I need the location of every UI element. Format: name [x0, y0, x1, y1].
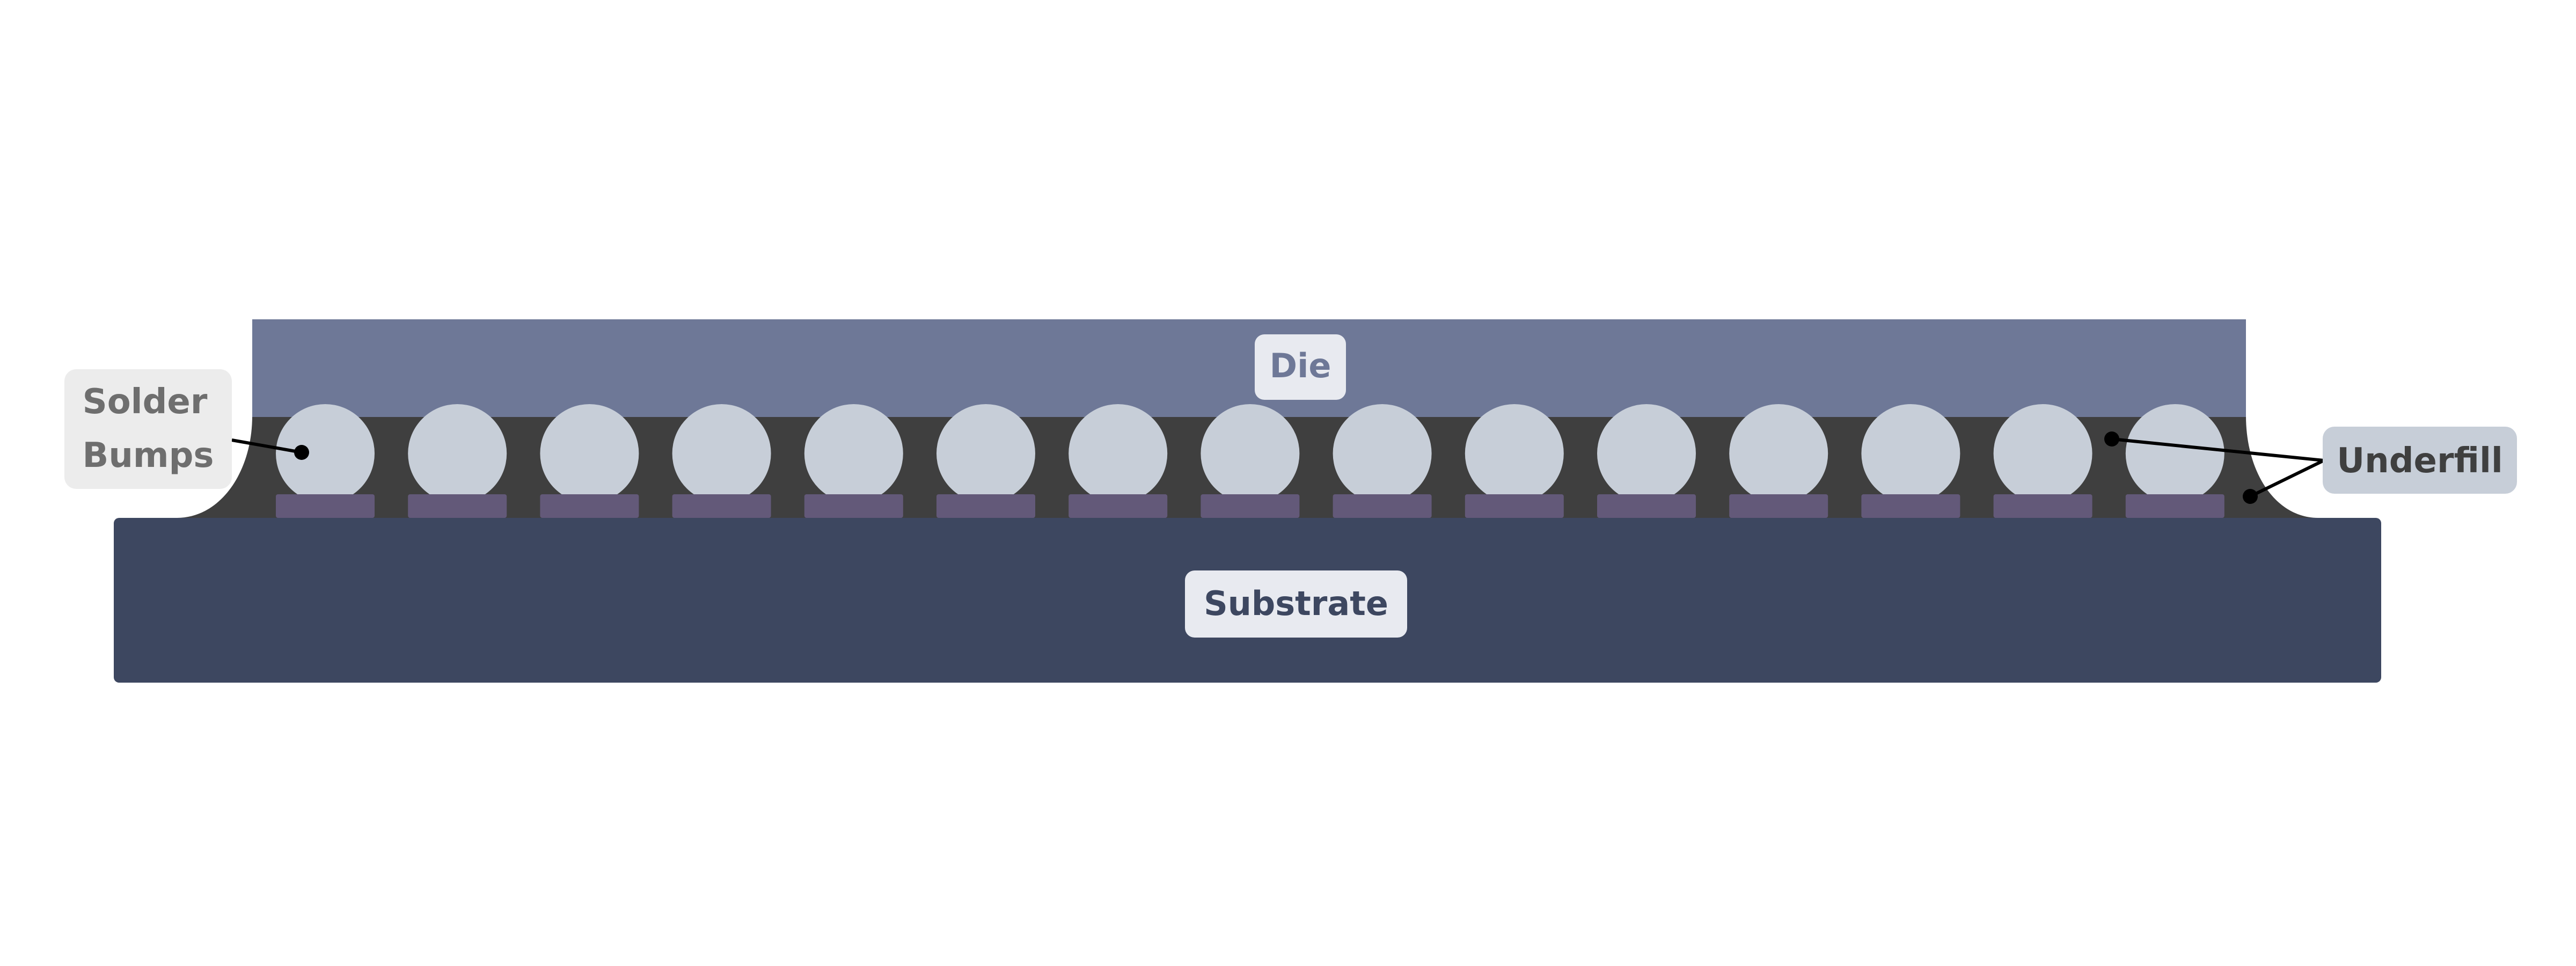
solder-bump — [408, 404, 507, 503]
solder-bump — [276, 404, 375, 503]
solder-bump — [1861, 404, 1960, 503]
substrate-pad — [804, 494, 903, 518]
substrate-pad — [1861, 494, 1960, 518]
substrate-pad — [408, 494, 507, 518]
substrate-pad — [672, 494, 771, 518]
solder-bump — [1993, 404, 2092, 503]
solder-bumps-label-line1: Solder — [83, 382, 208, 422]
solder-bump — [1201, 404, 1300, 503]
die — [252, 319, 2246, 417]
die-label-box — [1255, 334, 1346, 400]
solder-bump — [1597, 404, 1696, 503]
underfill-label: Underfill — [2104, 427, 2517, 504]
substrate-label-text: Substrate — [1204, 584, 1388, 623]
solder-bump — [540, 404, 639, 503]
substrate-pad — [1201, 494, 1300, 518]
substrate-pad — [276, 494, 375, 518]
solder-bumps — [276, 404, 2224, 503]
substrate-pad — [936, 494, 1035, 518]
solder-bumps-label-line2: Bumps — [83, 436, 214, 475]
solder-bump — [1069, 404, 1168, 503]
solder-bumps-leader-line — [231, 438, 302, 454]
underfill-leader-dot-1 — [2104, 431, 2119, 447]
substrate-pad — [1993, 494, 2092, 518]
solder-bumps-label-box — [64, 369, 232, 489]
die-label: Die — [1255, 334, 1346, 400]
solder-bump — [936, 404, 1035, 503]
solder-bumps-leader-dot — [294, 445, 309, 460]
substrate-pad — [1069, 494, 1168, 518]
substrate-label: Substrate — [1185, 570, 1407, 638]
die-label-text: Die — [1270, 346, 1331, 385]
substrate-pad — [540, 494, 639, 518]
solder-bump — [2125, 404, 2224, 503]
underfill-leader-dot-2 — [2243, 489, 2258, 504]
substrate-label-box — [1185, 570, 1407, 638]
underfill-leader-line-1 — [2111, 437, 2324, 462]
solder-bump — [1333, 404, 1432, 503]
substrate-pad — [1333, 494, 1432, 518]
substrate-pad — [1465, 494, 1564, 518]
substrate-pad — [1597, 494, 1696, 518]
underfill-label-box — [2323, 427, 2517, 494]
solder-bump — [672, 404, 771, 503]
substrate-pads — [276, 494, 2224, 518]
solder-bump — [1729, 404, 1828, 503]
solder-bump — [1465, 404, 1564, 503]
substrate-pad — [2125, 494, 2224, 518]
solder-bumps-label: Solder Bumps — [64, 369, 309, 489]
underfill-label-text: Underfill — [2337, 441, 2503, 481]
solder-bump — [804, 404, 903, 503]
substrate-pad — [1729, 494, 1828, 518]
underfill-leader-line-2 — [2249, 459, 2325, 498]
